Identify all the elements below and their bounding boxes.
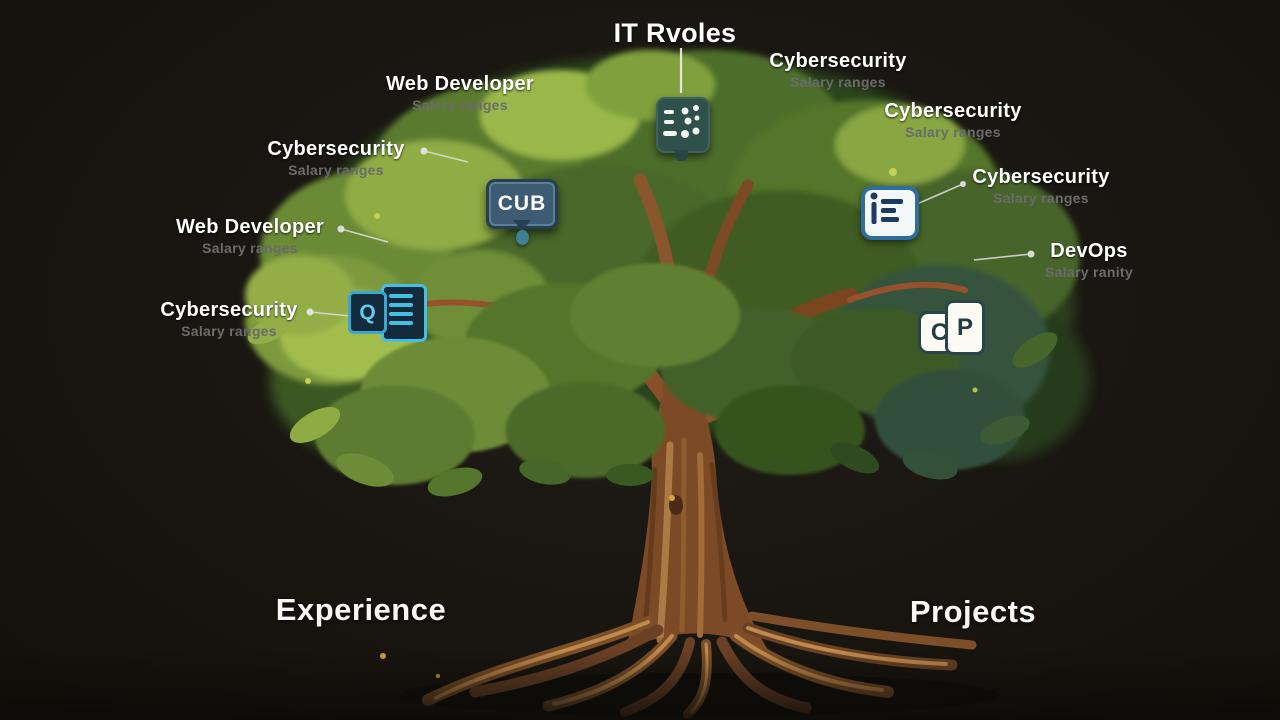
connector-devops: [973, 253, 1032, 261]
connector-cyber-left-bottom: [309, 311, 351, 317]
cp-pages-icon: C P: [918, 300, 992, 358]
connector-cyber-right-low: [916, 183, 964, 205]
label-subtitle: Salary ranges: [993, 190, 1089, 206]
label-cybersecurity-right-top: Cybersecurity Salary ranges: [708, 50, 968, 90]
list-glyph: [870, 192, 903, 224]
connector-lines: [306, 48, 1035, 317]
p-letter-badge: P: [945, 300, 985, 355]
experience-label: Experience: [275, 592, 447, 627]
page-title-text: IT Rvoles: [613, 18, 737, 48]
list-document-icon: [861, 186, 919, 240]
label-subtitle: Salary ranity: [1045, 264, 1133, 280]
code-dots-glyph: [663, 105, 700, 138]
label-subtitle: Salary ranges: [288, 162, 384, 178]
label-title: Cybersecurity: [160, 299, 298, 321]
label-cybersecurity-left-bottom: Cybersecurity Salary ranges: [99, 299, 359, 339]
label-cybersecurity-left-top: Cybersecurity Salary ranges: [206, 138, 466, 178]
tree-trunk: [626, 268, 768, 650]
label-title: DevOps: [1050, 240, 1128, 262]
bottom-vignette: [0, 650, 1280, 720]
label-subtitle: Salary ranges: [202, 240, 298, 256]
label-subtitle: Salary ranges: [905, 124, 1001, 140]
label-subtitle: Salary ranges: [181, 323, 277, 339]
label-title: Web Developer: [175, 216, 325, 238]
label-title: Cybersecurity: [884, 100, 1022, 122]
document-lines-icon: [381, 284, 427, 342]
label-title: Cybersecurity: [267, 138, 405, 160]
label-web-developer-top: Web Developer Salery ranges: [330, 73, 590, 113]
code-dots-icon: [656, 97, 710, 161]
connector-cyber-left-top: [423, 150, 469, 163]
q-letter-badge: Q: [348, 291, 387, 334]
q-document-icon: Q: [348, 282, 430, 344]
cub-pin-dot: [516, 230, 529, 245]
tree-edge-leaves: [247, 315, 1058, 497]
label-title: Web Developer: [385, 73, 535, 95]
label-devops: DevOps Salary ranity: [959, 240, 1219, 280]
label-title: Cybersecurity: [972, 166, 1110, 188]
connector-web-dev-left: [340, 228, 389, 243]
projects-label: Projects: [909, 594, 1037, 629]
label-web-developer-left: Web Developer Salary ranges: [120, 216, 380, 256]
document-lines-glyph: [389, 294, 413, 325]
label-subtitle: Salary ranges: [790, 74, 886, 90]
page-title: IT Rvoles: [545, 18, 805, 49]
label-title: Cybersecurity: [769, 50, 907, 72]
label-cybersecurity-right-mid: Cybersecurity Salary ranges: [823, 100, 1083, 140]
label-subtitle: Salery ranges: [412, 97, 508, 113]
cub-badge: CUB: [486, 179, 558, 231]
label-cybersecurity-right-low: Cybersecurity Salary ranges: [911, 166, 1171, 206]
